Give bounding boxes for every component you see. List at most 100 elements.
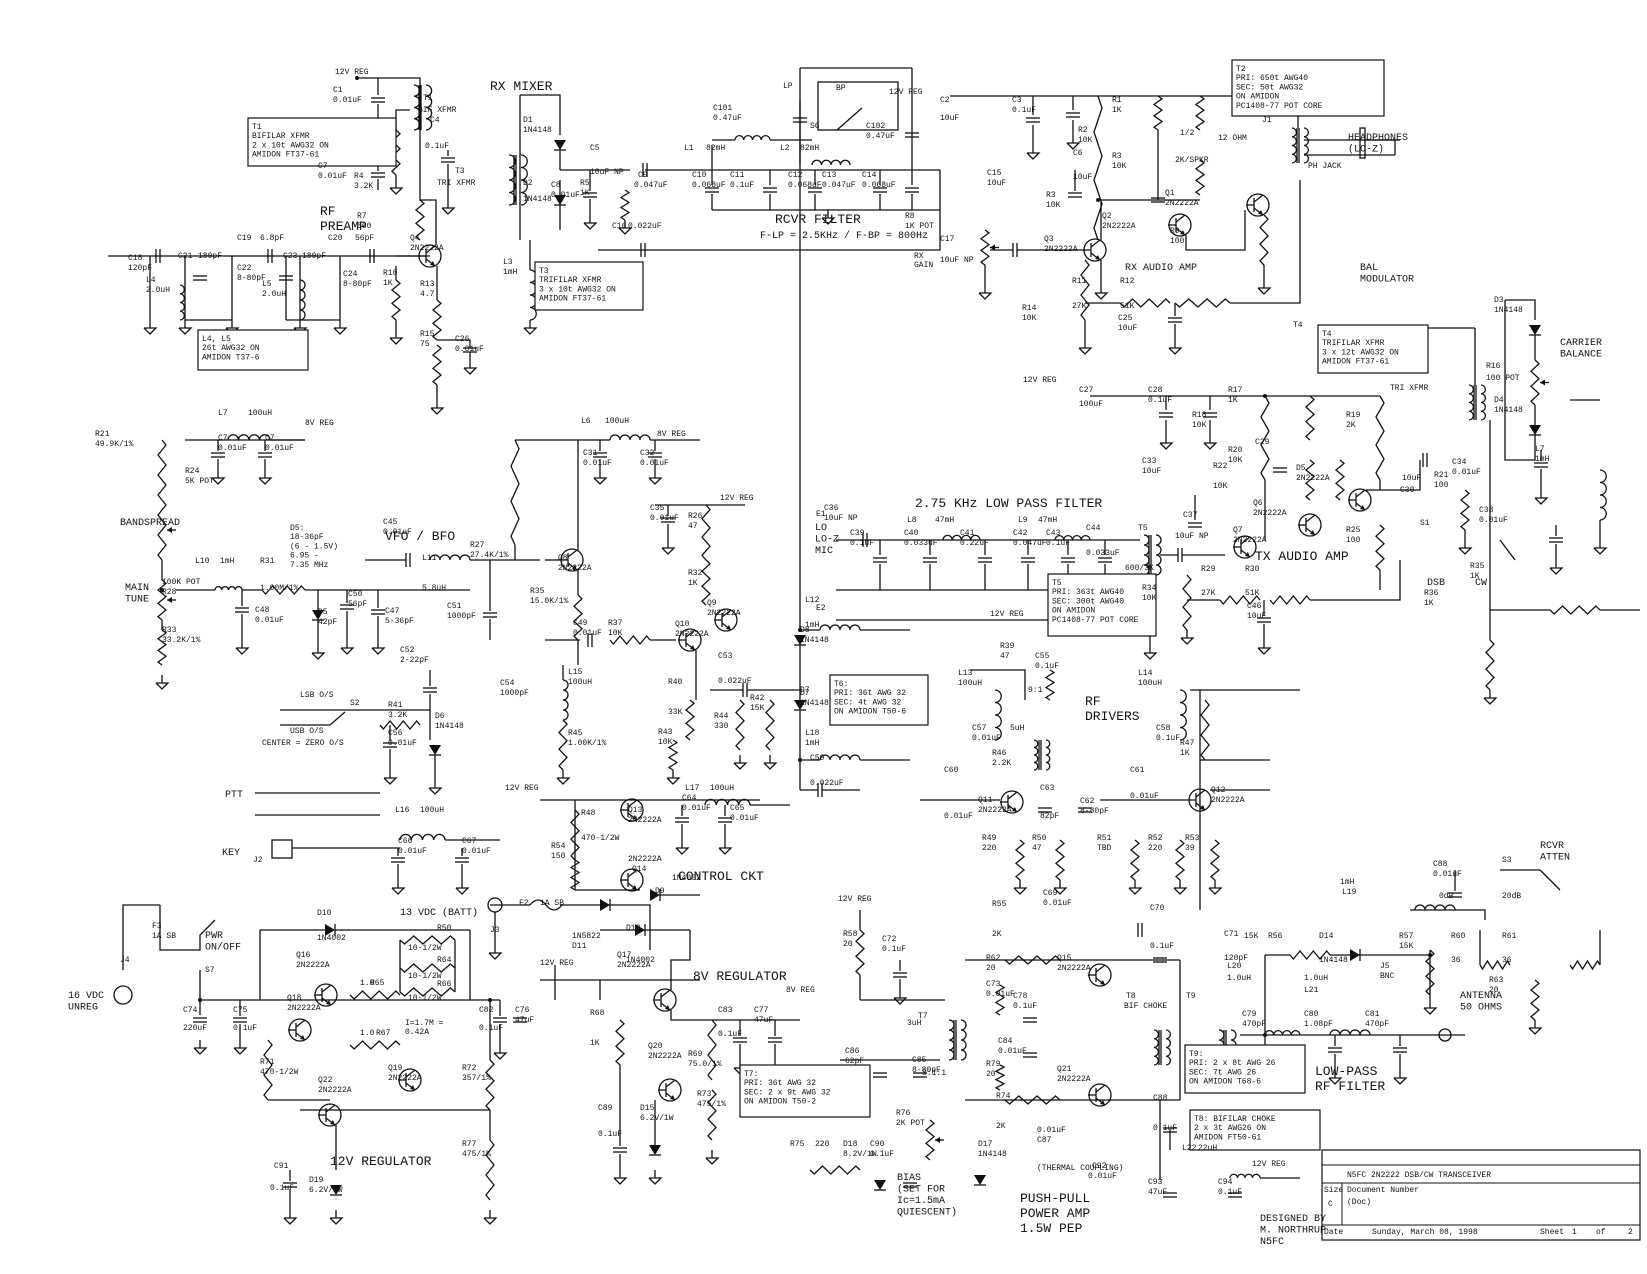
label-line: 6.95 - (290, 552, 319, 561)
part-label: 10uF (940, 114, 959, 123)
part-label: 0.01uF (455, 345, 484, 354)
part-label: R22 (1213, 462, 1228, 471)
capacitor (155, 249, 161, 263)
part-label: R19 (1346, 411, 1361, 420)
label-line: 3 x 12t AWG32 ON (1322, 348, 1399, 357)
capacitor (1023, 1052, 1037, 1058)
part-label: R50 (1032, 834, 1047, 843)
collector (627, 799, 638, 808)
part-label: C80 (1304, 1010, 1319, 1019)
title-cw: CW (1475, 578, 1487, 589)
label-line: SEC: 50t AWG32 (1236, 83, 1303, 92)
part-label: R2 (1078, 126, 1088, 135)
part-label: C11 (730, 171, 745, 180)
part-label: Q18 (287, 994, 302, 1003)
label-line: (SET FOR (897, 1184, 945, 1196)
part-label: 0.01uF (583, 459, 612, 468)
collector (1195, 789, 1206, 798)
part-label: 0.01uF (1130, 792, 1159, 801)
note-box (534, 261, 644, 311)
transistor-q21 (1088, 1083, 1112, 1107)
resistor-r2 (1152, 95, 1164, 131)
label-line: MODULATOR (1360, 275, 1414, 286)
part-label: C45 (383, 518, 398, 527)
diode-d9 (650, 889, 661, 901)
label-line: 50 OHMS (1460, 1003, 1502, 1014)
part-label: 36 (1502, 956, 1512, 965)
gnd-triangle (593, 477, 608, 485)
part-label: 0.01uF (255, 616, 284, 625)
part-label: 1K (580, 189, 590, 198)
part-label: R24 (185, 467, 200, 476)
ground-symbol (1143, 645, 1158, 660)
ground-symbol (1393, 1070, 1408, 1085)
diode-d5 (312, 610, 324, 621)
part-label: 1N4148 (1494, 406, 1523, 415)
emitter-arrow (632, 885, 637, 890)
resistor-r42 (765, 699, 775, 751)
label-line: T6: (834, 680, 848, 689)
ground-symbol (428, 780, 443, 795)
gnd-triangle (143, 327, 158, 335)
capacitor (1549, 537, 1563, 543)
part-label: R48 (581, 809, 596, 818)
part-label: Q21 (1057, 1065, 1072, 1074)
label-line: PRI: 2 x 8t AWG 26 (1189, 1059, 1276, 1068)
label-line: MAIN (125, 583, 149, 594)
part-label: Q13 (628, 806, 643, 815)
diode-d19 (330, 1185, 342, 1196)
ground-symbol (211, 470, 226, 485)
part-label: 0.01uF (383, 528, 412, 537)
xfmr-winding (960, 1019, 967, 1061)
part-label: 0.01uF (682, 804, 711, 813)
wire (1505, 299, 1536, 320)
ground-symbol (1168, 340, 1183, 355)
diode-d2 (554, 195, 566, 206)
part-label: C1 (333, 86, 343, 95)
junction-dot (198, 998, 202, 1002)
part-label: C89 (598, 1104, 613, 1113)
junction-dot (798, 758, 802, 762)
dc-jack-j4 (113, 985, 133, 1005)
title-ph-jack: PH JACK (1308, 162, 1342, 171)
capacitor (193, 1017, 207, 1023)
inductor-l17 (704, 798, 751, 806)
part-label: C55 (1035, 652, 1050, 661)
resistor-r27 (510, 439, 520, 546)
part-label: R40 (668, 678, 683, 687)
collector (325, 1104, 336, 1113)
part-label: R41 (388, 701, 403, 710)
capacitor (808, 187, 822, 193)
junction-dot (160, 588, 164, 592)
part-label: C88 (1433, 860, 1448, 869)
part-label: 47 (1000, 652, 1010, 661)
ground-symbol (389, 180, 404, 195)
part-label: 36 (1451, 956, 1461, 965)
ground-symbol (1053, 880, 1068, 895)
transistor-q6 (1298, 513, 1322, 537)
part-label: 220 (1148, 844, 1163, 853)
part-label: R72 (462, 1064, 477, 1073)
resistor-r21 (1459, 489, 1471, 531)
label-line: RF FILTER (1315, 1079, 1385, 1094)
components (113, 81, 1608, 1225)
ground-symbol (283, 1210, 298, 1225)
part-label: 100uH (605, 417, 629, 426)
part-label: 1N4148 (435, 722, 464, 731)
capacitor (1534, 462, 1548, 468)
junction-dot (1096, 198, 1100, 202)
ground-symbol (1094, 285, 1109, 300)
part-label: 9:1 (1028, 686, 1043, 695)
part-label: C12 (788, 171, 803, 180)
inductor-l18 (819, 754, 861, 761)
label-line: TRIFILAR XFMR (1322, 339, 1385, 348)
transistor-q7 (1233, 535, 1257, 559)
xfmr-winding (425, 84, 433, 131)
title-vfo-bfo: VFO / BFO (385, 529, 455, 544)
capacitor (463, 347, 477, 353)
part-label: C7 (318, 162, 328, 171)
